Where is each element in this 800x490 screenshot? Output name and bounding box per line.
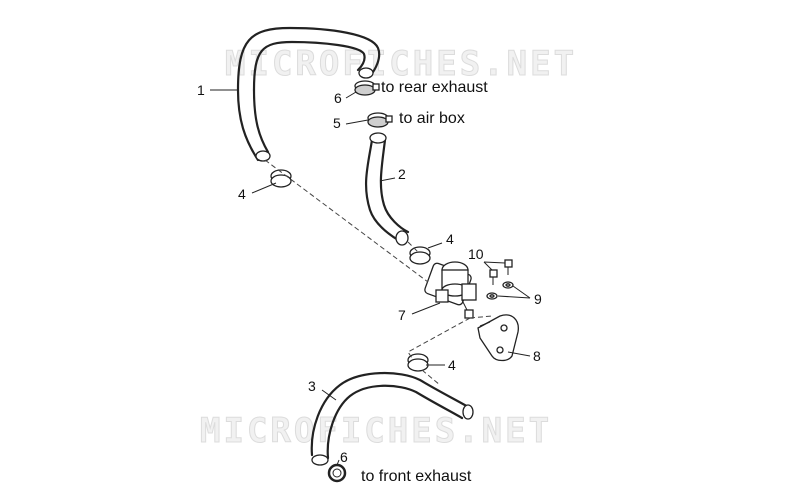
leader-6b: [336, 459, 340, 466]
watermark-bottom: MICROFICHES.NET: [200, 411, 552, 451]
assembly-line-4: [407, 317, 471, 359]
callout-9: 9: [534, 291, 542, 307]
assembly-line-5: [421, 369, 441, 386]
hose-3-lower-end: [311, 454, 329, 466]
watermark-top: MICROFICHES.NET: [225, 44, 577, 84]
leader-9b: [512, 285, 531, 299]
hose-2: [364, 132, 410, 246]
callout-4-lower: 4: [448, 357, 456, 373]
leader-3: [321, 389, 337, 401]
assembly-line-1: [264, 159, 429, 283]
callout-8: 8: [533, 348, 541, 364]
clamp-4-middle: [409, 246, 431, 265]
callout-7: 7: [398, 307, 406, 323]
hose-3: [310, 372, 474, 466]
label-to-air-box: to air box: [399, 110, 465, 127]
callout-5: 5: [333, 115, 341, 131]
callout-6-upper: 6: [334, 90, 342, 106]
screw-10-left: [489, 269, 498, 285]
leader-10a: [483, 261, 493, 271]
hose-3-upper-end: [462, 404, 474, 420]
label-to-rear-exhaust: to rear exhaust: [381, 79, 488, 96]
bracket-8: [477, 314, 519, 362]
leader-7: [411, 302, 441, 315]
leader-10b: [483, 261, 506, 264]
leader-2: [379, 177, 396, 182]
clamp-4-left: [270, 169, 292, 188]
clamp-4-lower: [407, 353, 429, 372]
callout-6-lower: 6: [340, 449, 348, 465]
callout-4-left: 4: [238, 186, 246, 202]
label-to-front-exhaust: to front exhaust: [361, 468, 472, 485]
callout-3: 3: [308, 378, 316, 394]
clamp-6-upper: [354, 80, 380, 96]
callout-1: 1: [197, 82, 205, 98]
assembly-line-2: [407, 241, 419, 253]
clamp-5: [367, 112, 393, 128]
callout-4-middle: 4: [446, 231, 454, 247]
hose-2-upper-end: [369, 132, 387, 144]
assembly-line-3: [469, 315, 493, 319]
hose-2-lower-end: [395, 230, 409, 246]
washer-9-left: [486, 292, 498, 300]
leader-4a: [251, 182, 277, 194]
leader-6a: [345, 91, 357, 99]
hose-1-upper-end: [358, 67, 374, 79]
clamp-6-lower: [327, 463, 347, 483]
callout-10: 10: [468, 246, 484, 262]
leader-8: [507, 351, 531, 357]
hose-1: [236, 26, 381, 162]
leader-4b: [427, 242, 443, 249]
washer-9-right: [502, 281, 514, 289]
hose-1-lower-end: [255, 150, 271, 162]
leader-5: [345, 119, 369, 125]
leader-9a: [497, 295, 531, 299]
callout-2: 2: [398, 166, 406, 182]
screw-10-right: [504, 259, 513, 275]
valve-7: [424, 261, 477, 319]
